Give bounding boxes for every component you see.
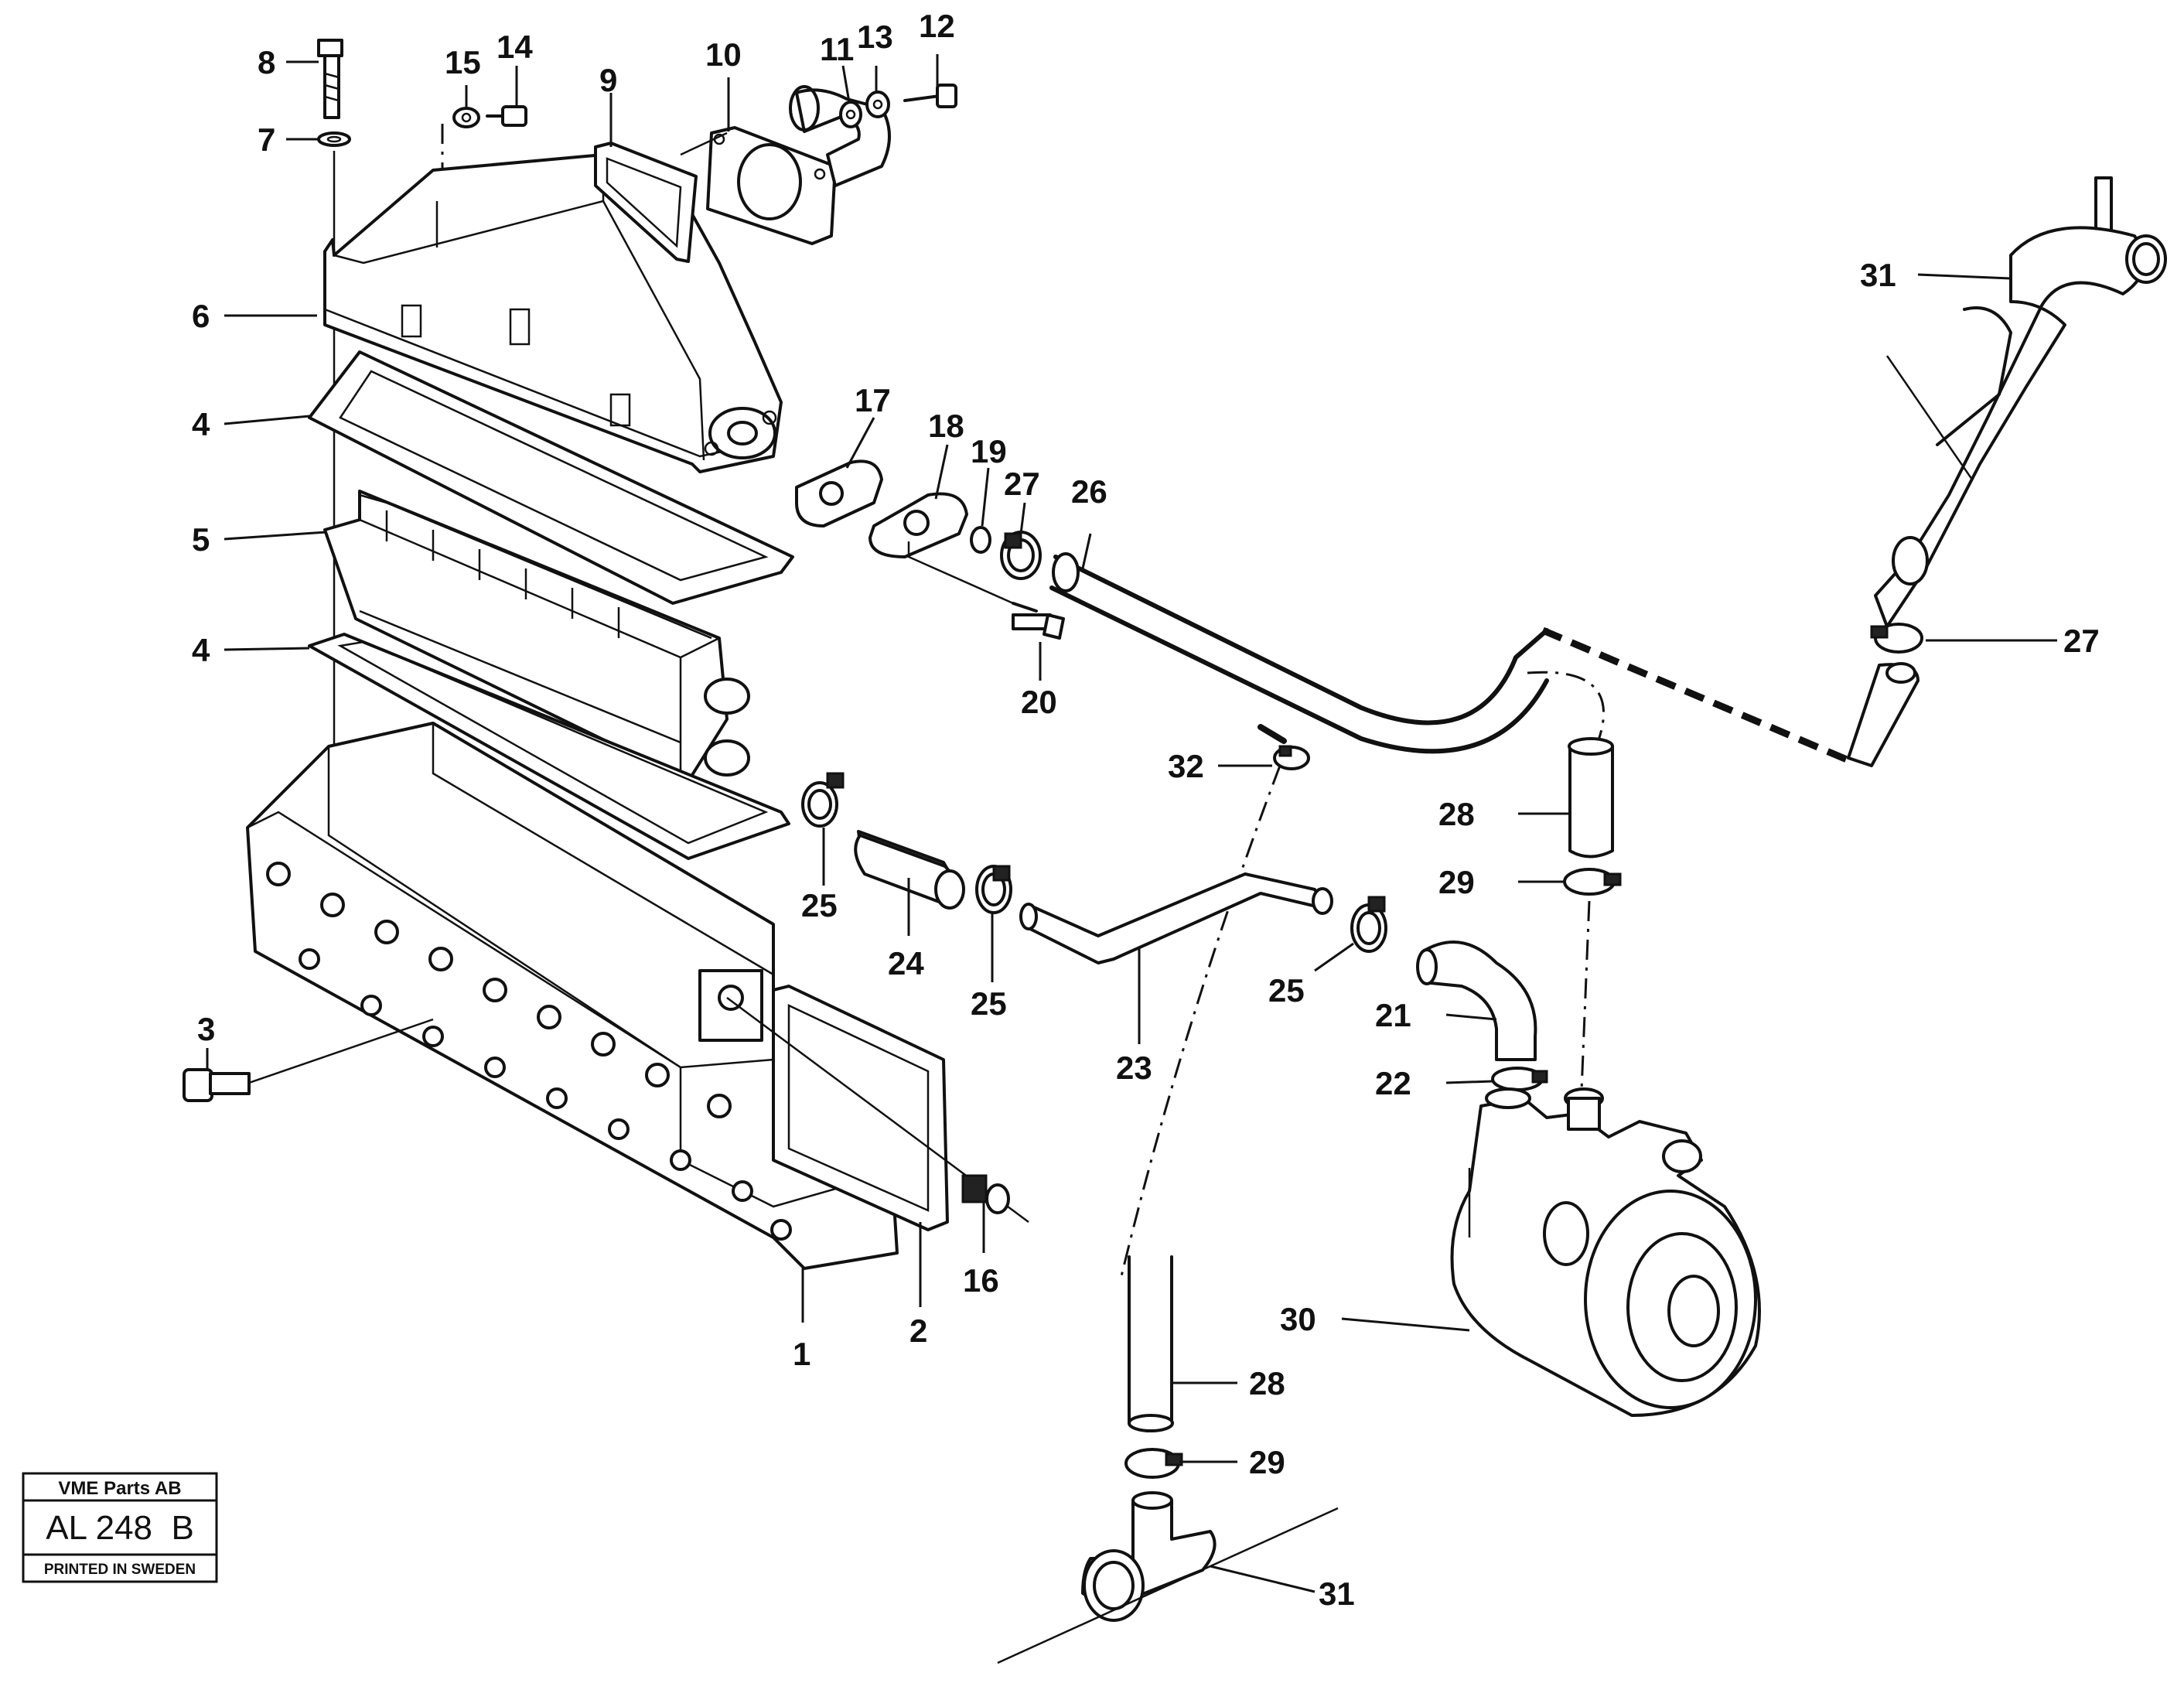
callout-6: 6 [192,298,210,334]
hose-21 [1416,940,1537,1061]
hose-24 [854,830,965,910]
callout-29-lower: 29 [1249,1444,1285,1480]
callout-20: 20 [1021,684,1057,720]
clamp-27-right [1870,623,1923,654]
clamp-32 [1258,724,1310,770]
gasket-17 [795,459,883,527]
callout-14: 14 [497,29,533,65]
clamp-29-upper [1563,868,1622,896]
washer-11 [839,101,862,128]
flange-18 [868,492,1014,605]
callout-15: 15 [445,44,481,80]
hose-26 [1049,552,1549,754]
callout-21: 21 [1375,997,1411,1033]
callout-22: 22 [1375,1065,1411,1101]
callout-27-upper: 27 [1004,466,1040,502]
callout-12: 12 [919,8,955,44]
callout-25-a: 25 [801,887,838,923]
screw-12 [903,84,957,108]
washer-15 [452,107,480,128]
drawing-code: AL 248 B [46,1509,194,1547]
callout-2: 2 [909,1313,927,1349]
pipe-31-upper [1874,176,2167,628]
gasket-2 [772,985,949,1231]
water-pump-30 [1450,1087,1761,1417]
callout-24: 24 [888,945,924,981]
callout-7: 7 [258,121,275,158]
guide-line-28-upper [1580,900,1591,1091]
heat-exchanger-core-5 [323,490,750,783]
guide-arc-upper [1527,671,1606,755]
callout-25-b: 25 [971,985,1007,1022]
clamp-25-c [1350,896,1387,953]
core-fins [385,510,620,638]
title-block: VME Parts AB AL 248 B PRINTED IN SWEDEN [22,1472,218,1583]
screw-14 [486,105,527,127]
gasket-4-lower [308,633,790,860]
hose-28-upper [1568,737,1614,859]
callout-13: 13 [857,19,893,55]
callout-25-c: 25 [1268,972,1305,1009]
washer-7 [317,131,351,147]
callout-23: 23 [1116,1050,1152,1086]
hose-23 [1019,872,1333,964]
callout-27-right: 27 [2063,623,2100,659]
sensor-16 [726,996,1029,1224]
leader-lines [206,54,2057,1593]
callout-28-lower: 28 [1249,1365,1285,1401]
clamp-29-lower [1124,1448,1183,1479]
callout-17: 17 [855,382,891,418]
callout-4-upper: 4 [192,406,210,442]
callout-11: 11 [820,31,854,67]
bolt-3 [183,1018,434,1102]
callout-30: 30 [1280,1301,1316,1337]
guide-arc-left [1120,765,1281,1277]
callout-labels: 8 15 14 9 10 11 13 12 7 6 4 5 4 17 18 19… [192,8,2100,1612]
tee-pipe-31 [997,1491,1339,1664]
bolt-20 [1012,602,1065,640]
callout-1: 1 [793,1336,810,1372]
callout-19: 19 [971,433,1007,469]
callout-9: 9 [599,62,617,98]
washer-13 [865,90,890,118]
callout-31-lower: 31 [1319,1575,1355,1612]
callout-18: 18 [928,408,964,444]
assembly-line-gasket [680,131,728,156]
pipe-break-dashed [1541,626,1854,766]
callout-10: 10 [705,36,742,73]
callout-26: 26 [1071,473,1107,510]
callout-32: 32 [1168,748,1204,784]
flange-10 [706,126,837,245]
o-ring-19 [970,526,991,554]
callout-3: 3 [197,1011,215,1047]
clamp-22 [1491,1067,1548,1091]
callout-31-upper: 31 [1860,257,1896,293]
hose-upper-right [1847,662,1920,767]
clamp-25-b [975,865,1012,914]
hose-28-lower [1128,1255,1174,1432]
callout-5: 5 [192,521,210,558]
housing-bosses [266,862,792,1241]
clamp-25-a [801,772,845,828]
bolt-8 [317,39,343,119]
callout-29-upper: 29 [1438,864,1475,900]
housing-1 [246,722,899,1270]
callout-16: 16 [963,1262,999,1299]
callout-4-lower: 4 [192,632,210,668]
callout-8: 8 [258,44,275,80]
callout-28-upper: 28 [1438,796,1475,832]
clamp-27-upper [1000,531,1042,580]
company-name: VME Parts AB [58,1478,181,1499]
gasket-4-upper [308,350,794,605]
printed-in-note: PRINTED IN SWEDEN [44,1562,196,1578]
